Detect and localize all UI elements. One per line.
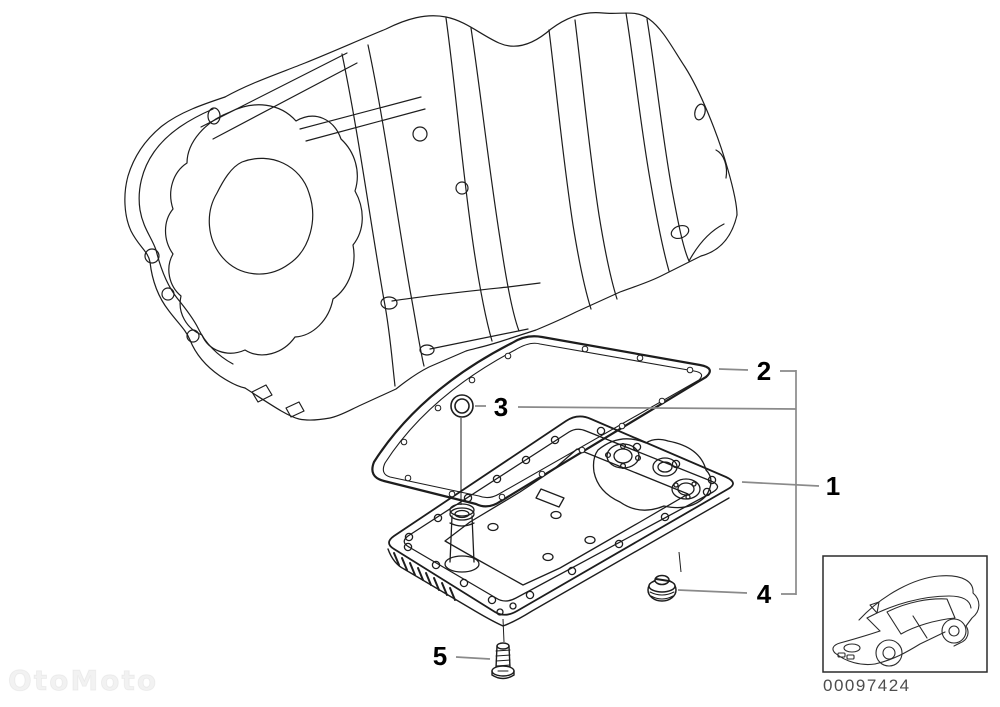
callout-label-1[interactable]: 1 xyxy=(826,471,840,501)
drain-plug xyxy=(647,574,677,602)
callout-lines xyxy=(455,368,820,660)
screw xyxy=(491,642,515,680)
callout-label-2[interactable]: 2 xyxy=(757,356,771,386)
leader-3 xyxy=(475,405,797,410)
part-connector-lines xyxy=(460,418,682,643)
leader-5 xyxy=(455,656,491,660)
gasket xyxy=(371,335,711,508)
diagram-id: 00097424 xyxy=(823,676,911,695)
gasket-bolt-holes xyxy=(400,345,694,501)
pan-filler-tube xyxy=(444,503,480,573)
callout-label-5[interactable]: 5 xyxy=(433,641,447,671)
watermark: OtoMoto xyxy=(8,664,159,698)
vehicle-thumbnail: 00097424 xyxy=(822,555,988,695)
leader-1 xyxy=(741,481,820,487)
pan-bosses xyxy=(592,438,712,511)
leader-4 xyxy=(677,589,796,595)
callout-label-3[interactable]: 3 xyxy=(494,392,508,422)
transmission-housing xyxy=(124,12,738,421)
o-ring xyxy=(450,394,474,418)
leader-2 xyxy=(718,368,796,372)
vehicle-car-icon xyxy=(832,575,980,667)
callout-label-4[interactable]: 4 xyxy=(757,579,772,609)
oil-pan xyxy=(387,415,734,627)
